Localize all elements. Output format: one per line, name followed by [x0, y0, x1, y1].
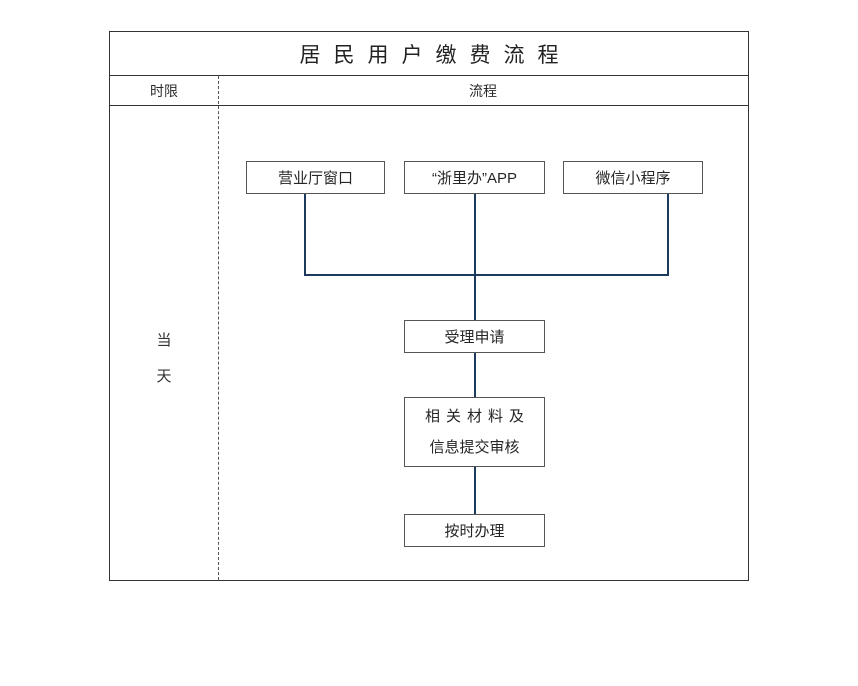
table-header-row: 时限 流程	[110, 76, 748, 106]
flow-node-service-hall-window[interactable]: 营业厅窗口	[246, 161, 385, 194]
flow-node-label-line2: 信息提交审核	[429, 439, 520, 456]
flow-node-zhelibao-app[interactable]: “浙里办”APP	[404, 161, 545, 194]
column-divider-dashed	[218, 76, 219, 580]
flow-node-label: 按时办理	[444, 523, 505, 540]
flow-node-wechat-miniprogram[interactable]: 微信小程序	[563, 161, 703, 194]
page-title: 居民用户缴费流程	[299, 43, 572, 67]
flow-node-accept-application[interactable]: 受理申请	[404, 320, 545, 353]
time-limit-cell: 当 天	[110, 106, 218, 612]
connector-center-drop	[474, 194, 476, 275]
time-limit-char-2: 天	[156, 368, 172, 385]
connector-step1-to-step2	[474, 353, 476, 397]
flow-node-label-line1: 相关材料及	[424, 408, 530, 425]
flow-node-label: 微信小程序	[595, 170, 671, 187]
column-header-time-limit: 时限	[150, 82, 178, 99]
flow-node-label: 营业厅窗口	[277, 170, 353, 187]
flow-node-process-on-time[interactable]: 按时办理	[404, 514, 545, 547]
flow-diagram-area: 营业厅窗口 “浙里办”APP 微信小程序 受理申请 相关材料及 信息提交审核	[110, 106, 748, 580]
flowchart-table: 居民用户缴费流程 时限 流程 当 天 营业厅窗口 “浙里办”APP 微信小程序	[109, 31, 749, 581]
connector-merge-to-step1	[474, 274, 476, 320]
column-header-process: 流程	[469, 82, 497, 99]
connector-step2-to-step3	[474, 467, 476, 514]
connector-merge-bar	[304, 274, 669, 276]
flow-node-label: 受理申请	[444, 329, 505, 346]
flow-node-label: “浙里办”APP	[431, 170, 517, 187]
flow-node-submit-materials-review[interactable]: 相关材料及 信息提交审核	[404, 397, 545, 467]
time-limit-char-1: 当	[156, 332, 172, 349]
connector-left-drop	[304, 194, 306, 275]
table-title-row: 居民用户缴费流程	[110, 32, 748, 76]
connector-right-drop	[667, 194, 669, 275]
